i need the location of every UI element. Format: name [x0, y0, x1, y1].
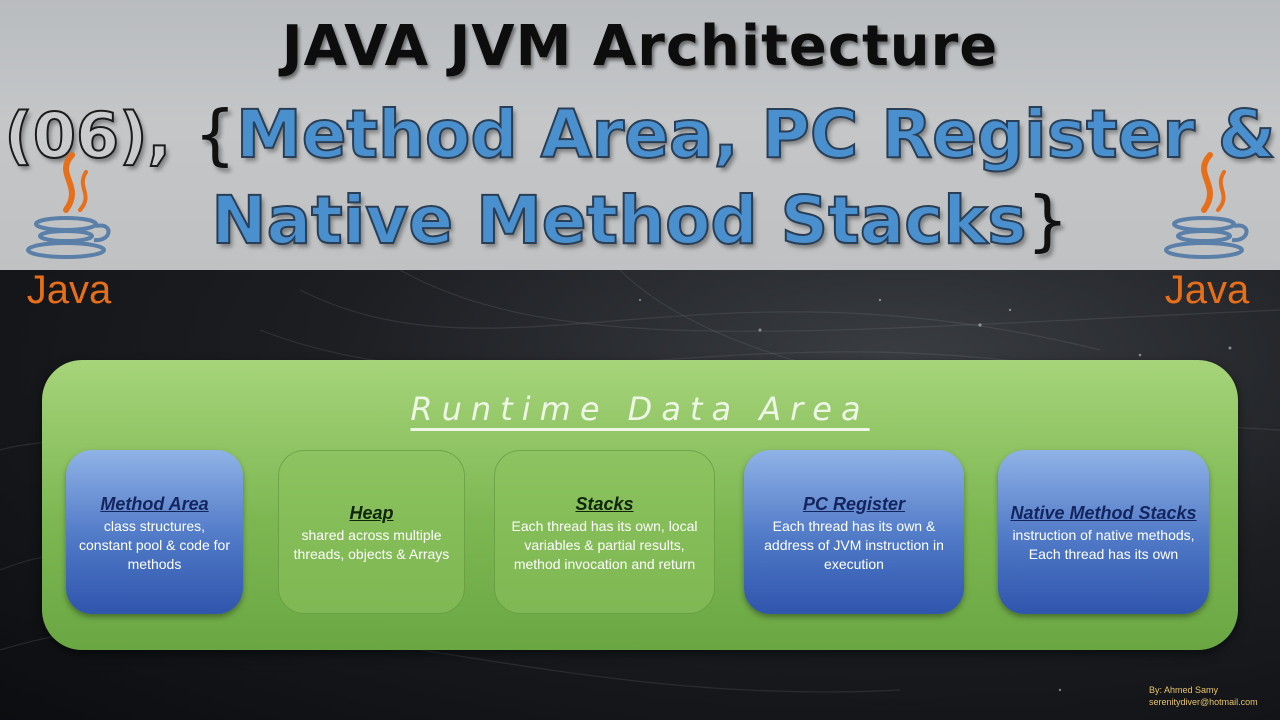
java-logo-left: Java	[14, 150, 124, 320]
coffee-cup-icon	[26, 152, 111, 259]
pc-register-box: PC Register Each thread has its own & ad…	[744, 450, 964, 614]
subtitle-line-1: (06), {Method Area, PC Register &	[0, 95, 1280, 174]
author-credit: By: Ahmed Samy serenitydiver@hotmail.com	[1149, 684, 1258, 708]
java-wordmark-right: Java	[1164, 268, 1250, 312]
native-method-stacks-box: Native Method Stacks instruction of nati…	[998, 450, 1209, 614]
runtime-data-area-title: Runtime Data Area	[42, 390, 1238, 428]
author-name: By: Ahmed Samy	[1149, 685, 1219, 695]
java-wordmark-left: Java	[26, 268, 112, 312]
box-title: Stacks	[575, 493, 634, 514]
stacks-box: Stacks Each thread has its own, local va…	[494, 450, 715, 614]
episode-number: (06),	[4, 98, 173, 173]
main-title: JAVA JVM Architecture	[281, 14, 999, 79]
box-title: PC Register	[802, 493, 906, 514]
heap-box: Heap shared across multiple threads, obj…	[278, 450, 465, 614]
coffee-cup-icon	[1164, 152, 1249, 259]
box-title: Native Method Stacks	[1010, 503, 1197, 523]
subtitle-line-2: Native Method Stacks}	[0, 181, 1280, 260]
box-description: Each thread has its own, local variables…	[511, 517, 698, 572]
runtime-data-area: Runtime Data Area Method Area class stru…	[42, 360, 1238, 650]
header-band: JAVA JVM Architecture (06), {Method Area…	[0, 0, 1280, 270]
box-title: Method Area	[100, 493, 209, 514]
author-email: serenitydiver@hotmail.com	[1149, 697, 1258, 707]
method-area-box: Method Area class structures, constant p…	[66, 450, 243, 614]
java-logo-right: Java	[1152, 150, 1262, 320]
box-title: Heap	[349, 503, 394, 523]
box-description: instruction of native methods, Each thre…	[1012, 527, 1195, 562]
open-brace: {	[194, 96, 237, 173]
runtime-title-text: Runtime Data Area	[410, 390, 870, 428]
box-description: class structures, constant pool & code f…	[79, 517, 230, 572]
box-description: Each thread has its own & address of JVM…	[764, 517, 944, 572]
subtitle-text-2: Native Method Stacks	[210, 181, 1027, 260]
subtitle-text-1: Method Area, PC Register &	[235, 95, 1276, 174]
box-description: shared across multiple threads, objects …	[293, 527, 450, 562]
close-brace: }	[1026, 182, 1069, 259]
